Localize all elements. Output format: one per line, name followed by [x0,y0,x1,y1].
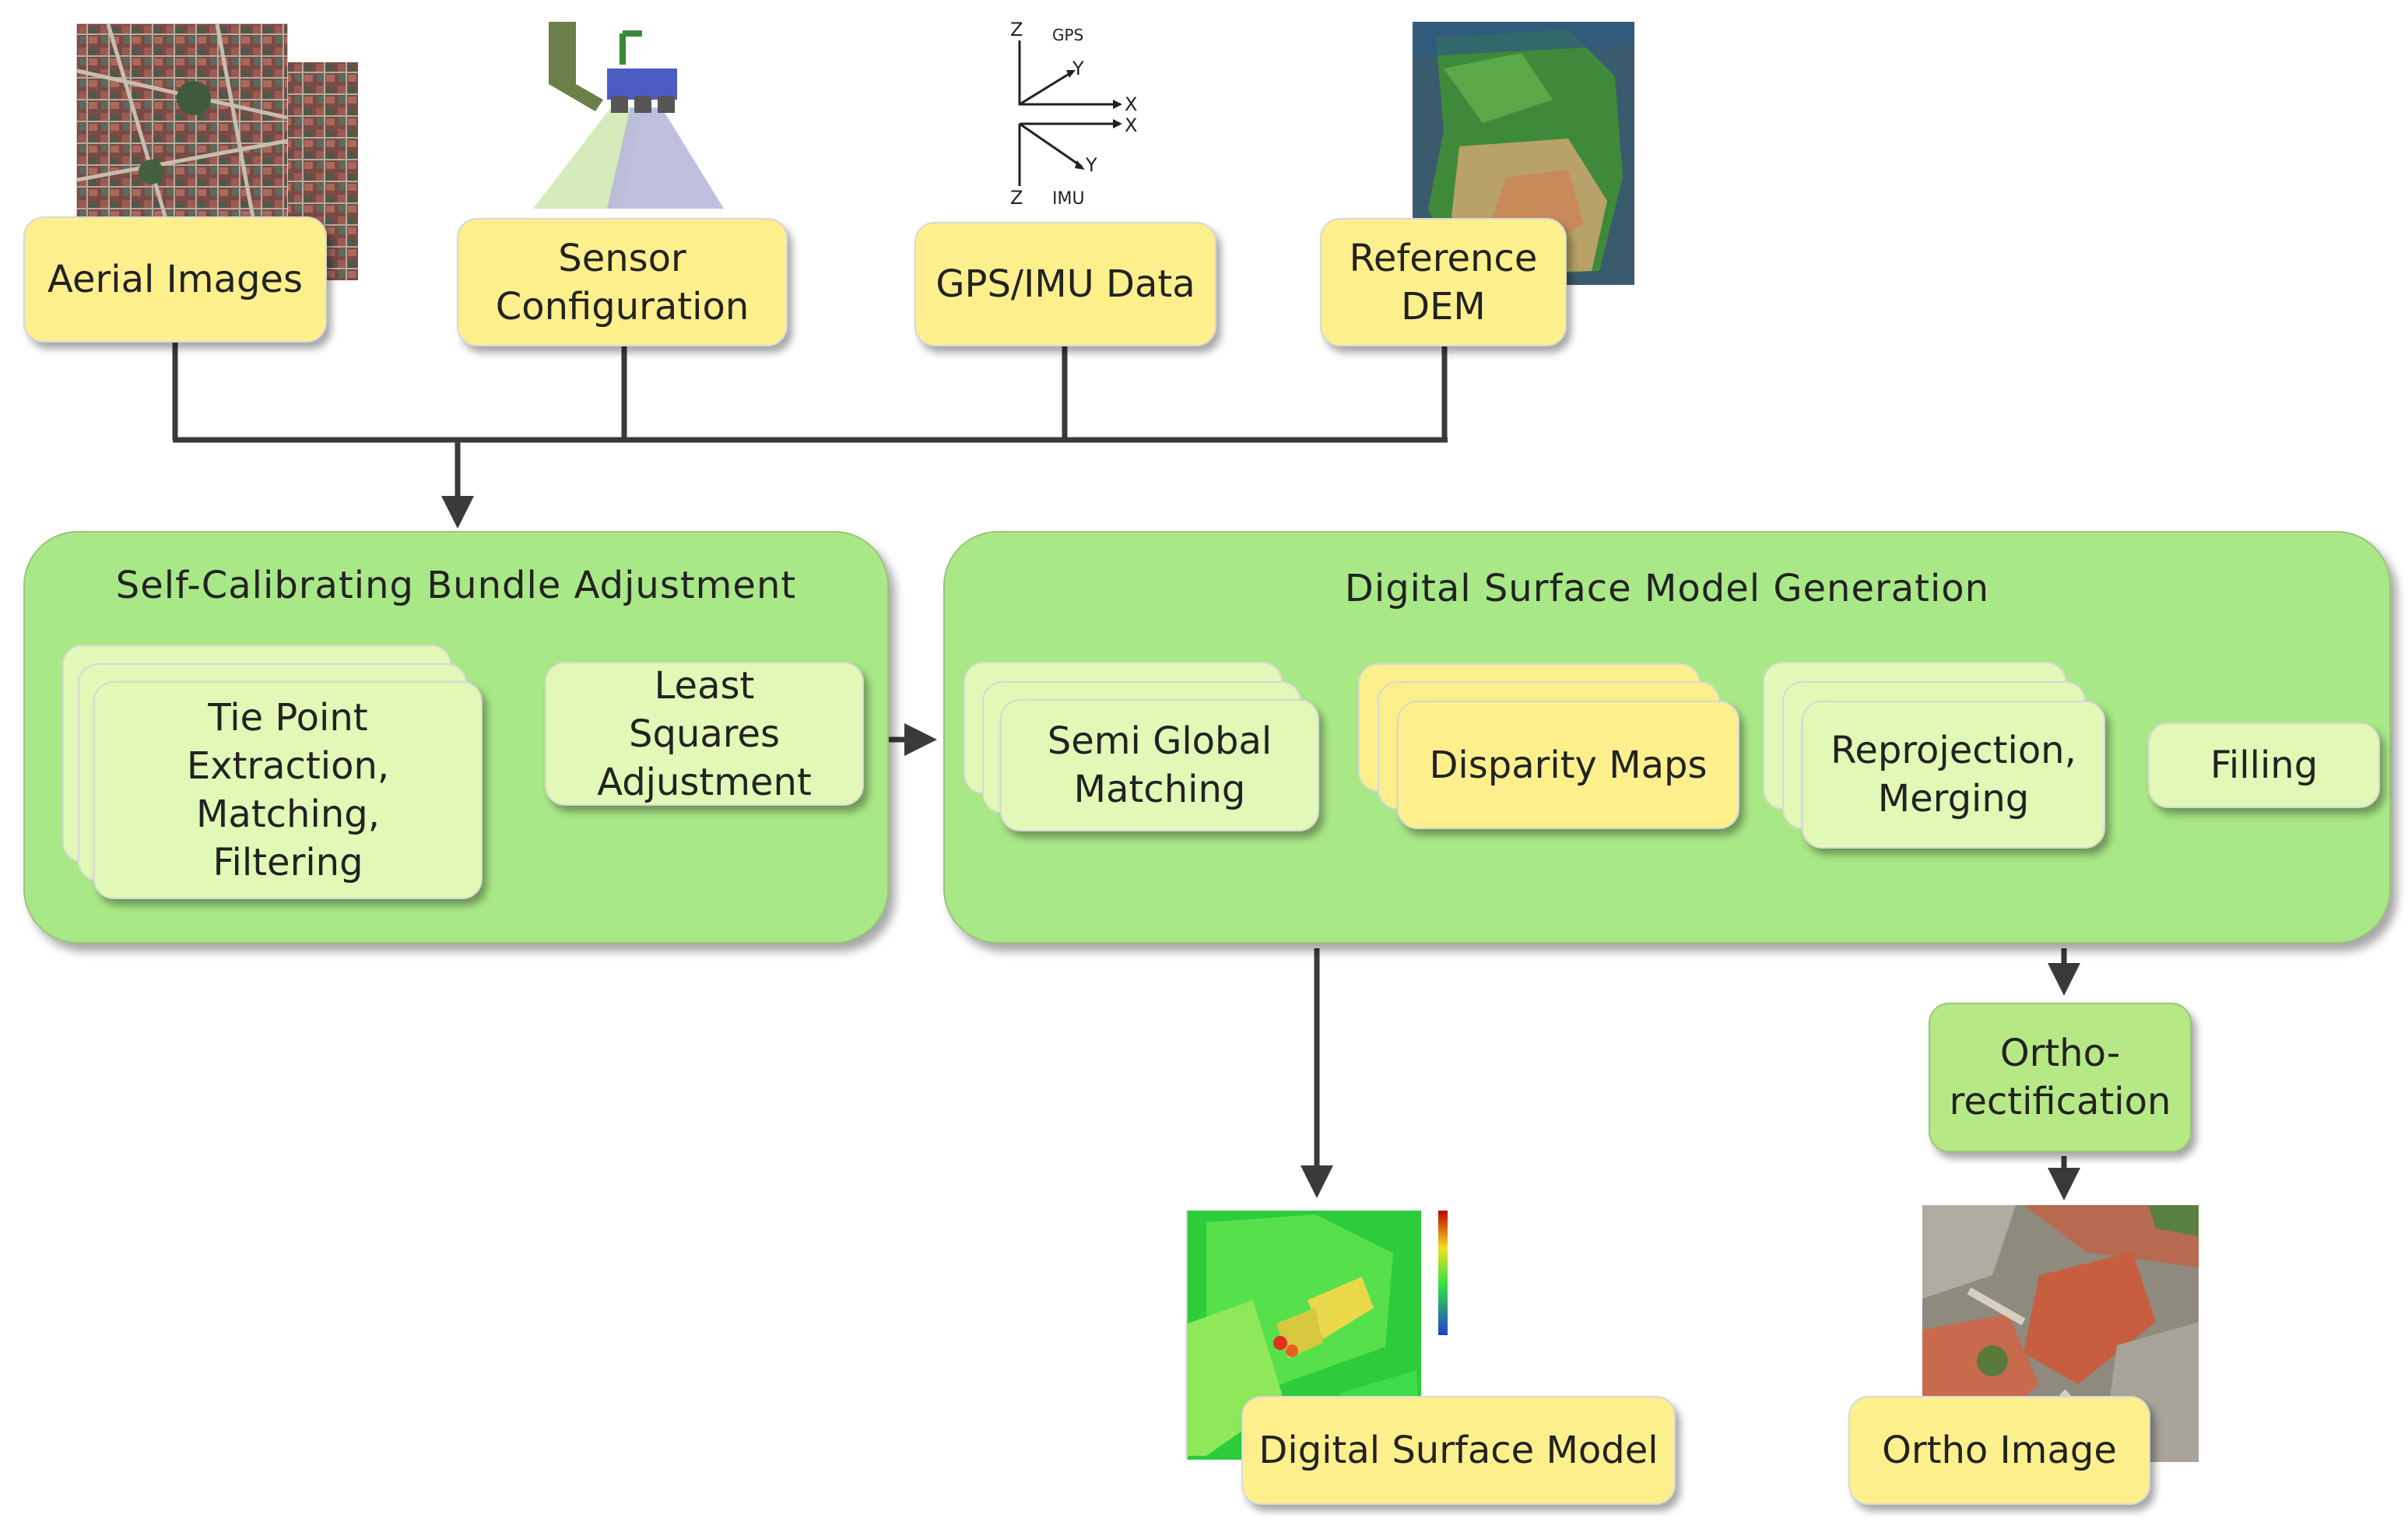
gps-imu-data-box: GPS/IMU Data [914,222,1216,346]
reprojection-label: Reprojection, Merging [1831,729,2076,821]
aerial-image-thumbnail-front [76,23,288,235]
disparity-maps-box: Disparity Maps [1397,701,1739,829]
dsm-output-box: Digital Surface Model [1241,1396,1676,1505]
axes-y-top: Y [1072,58,1084,79]
gps-imu-data-label: GPS/IMU Data [935,262,1195,306]
axes-z-top: Z [1010,19,1023,40]
axes-x-bottom: X [1125,114,1137,136]
sgm-label: Semi Global Matching [1047,719,1272,811]
axes-imu-label: IMU [1052,189,1085,209]
tie-point-label: Tie Point Extraction, Matching, Filterin… [186,696,390,884]
ortho-image-output-label: Ortho Image [1882,1429,2117,1472]
reference-dem-label: Reference DEM [1349,236,1538,329]
axes-y-bottom: Y [1085,154,1097,176]
dsm-output-label: Digital Surface Model [1258,1429,1659,1472]
reference-dem-box: Reference DEM [1320,218,1567,346]
axes-z-bottom: Z [1010,187,1023,209]
ortho-image-output-box: Ortho Image [1848,1396,2150,1505]
axes-gps-label: GPS [1052,26,1083,44]
aerial-images-box: Aerial Images [23,216,327,343]
bundle-adjustment-title: Self-Calibrating Bundle Adjustment [115,564,797,607]
gps-imu-axes-icon: Z GPS Y X X Y Z IMU [996,19,1152,209]
tie-point-box: Tie Point Extraction, Matching, Filterin… [93,681,483,899]
sensor-camera-icon [533,22,735,209]
sensor-configuration-label: Sensor Configuration [495,236,749,329]
disparity-maps-label: Disparity Maps [1429,743,1708,787]
sensor-configuration-box: Sensor Configuration [457,218,788,346]
least-squares-box: Least Squares Adjustment [545,662,864,806]
ortho-rectification-label: Ortho-rectification [1949,1032,2171,1123]
dsm-generation-title: Digital Surface Model Generation [1344,567,1990,610]
filling-box: Filling [2148,722,2380,808]
sgm-box: Semi Global Matching [1000,699,1319,831]
reprojection-box: Reprojection, Merging [1802,701,2105,849]
axes-x-top: X [1125,93,1137,115]
ortho-rectification-box: Ortho-rectification [1929,1003,2192,1152]
filling-label: Filling [2210,743,2318,787]
aerial-images-label: Aerial Images [47,258,303,301]
least-squares-label: Least Squares Adjustment [597,663,812,804]
